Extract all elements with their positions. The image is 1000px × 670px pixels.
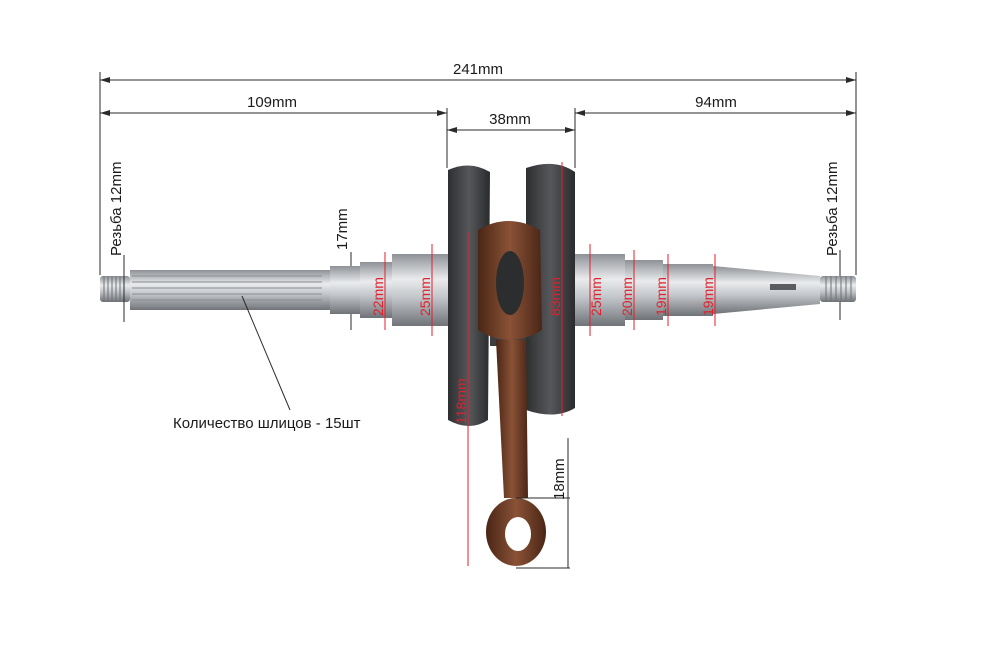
rod-length-label: 118mm [453,378,469,424]
left-journal-17 [330,266,360,314]
right-thread-ridges [825,276,852,302]
left-step-label: 17mm [334,208,351,250]
diameter-19a-label: 19mm [653,277,669,316]
right-length-label: 94mm [695,94,737,111]
rod-beam [496,340,528,498]
dimension-lines [99,72,857,569]
left-length-label: 109mm [247,94,297,111]
right-journal-20 [625,260,663,320]
right-journal-25 [575,254,625,326]
left-spline-shaft [130,270,330,310]
diameter-25-right-label: 25mm [588,277,604,316]
red-dimension-lines [384,162,716,566]
keyway [770,284,796,290]
middle-width-label: 38mm [489,111,531,128]
diameter-25-left-label: 25mm [417,277,433,316]
left-thread-ridges [103,276,125,302]
rod-small-end-hole [505,517,531,551]
total-length-label: 241mm [453,61,503,78]
web-83-label: 83mm [547,277,563,316]
right-counterweight [526,163,575,415]
spline-count-note: Количество шлицов - 15шт [173,415,361,432]
crankshaft [100,163,856,566]
diameter-22-label: 22mm [370,277,386,316]
rod-bearing [496,251,524,315]
diameter-19b-label: 19mm [700,277,716,316]
right-thread-label: Резьба 12mm [824,162,841,256]
left-thread-label: Резьба 12mm [108,162,125,256]
spline-grooves [132,275,322,307]
right-taper [713,266,820,314]
diameter-20-label: 20mm [619,277,635,316]
right-thread [820,276,856,302]
left-journal-25 [392,254,448,326]
left-journal-22 [360,262,392,318]
rod-width-label: 18mm [551,458,568,500]
right-journal-19a [663,264,713,316]
